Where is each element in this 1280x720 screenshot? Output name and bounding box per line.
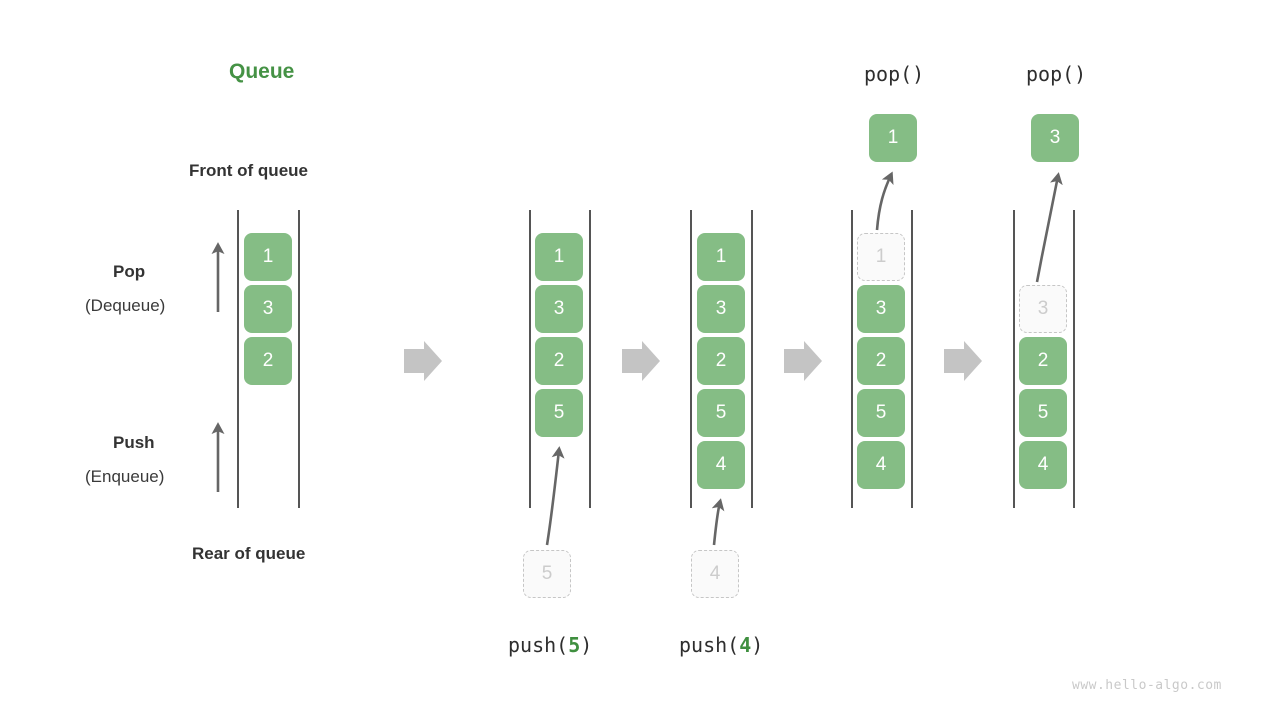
queue-item: 1	[244, 233, 292, 281]
queue-rail-left	[237, 210, 239, 508]
queue-rail-right	[298, 210, 300, 508]
watermark: www.hello-algo.com	[1072, 678, 1222, 693]
pop-alt-label: (Dequeue)	[85, 296, 166, 315]
queue-item: 3	[535, 285, 583, 333]
queue-item: 2	[857, 337, 905, 385]
queue-item-removed-ghost: 3	[1019, 285, 1067, 333]
push-4-insert-arrow	[711, 498, 725, 546]
incoming-element-ghost: 5	[523, 550, 571, 598]
pop-3-remove-arrow	[1035, 172, 1063, 283]
caption-prefix: push(	[508, 633, 569, 657]
queue-rail-right	[589, 210, 591, 508]
queue-item: 2	[1019, 337, 1067, 385]
queue-item: 4	[857, 441, 905, 489]
queue-rail-left	[529, 210, 531, 508]
queue-item: 5	[857, 389, 905, 437]
flow-arrow	[944, 341, 982, 381]
queue-rail-right	[751, 210, 753, 508]
pop-1-remove-arrow	[875, 171, 894, 231]
push-5-insert-arrow	[545, 446, 565, 546]
front-of-queue-label: Front of queue	[189, 161, 308, 180]
push-alt-label: (Enqueue)	[85, 467, 165, 486]
queue-item: 1	[697, 233, 745, 281]
caption-prefix: push(	[679, 633, 740, 657]
caption-suffix: )	[580, 633, 593, 657]
flow-arrow	[404, 341, 442, 381]
push-4-caption: push(4)	[679, 633, 763, 657]
push-5-caption: push(5)	[508, 633, 592, 657]
queue-rail-right	[1073, 210, 1075, 508]
queue-item: 2	[535, 337, 583, 385]
popped-element: 3	[1031, 114, 1079, 162]
caption-value: 5	[568, 633, 581, 657]
queue-item: 4	[1019, 441, 1067, 489]
queue-rail-right	[911, 210, 913, 508]
queue-item: 5	[1019, 389, 1067, 437]
queue-rail-left	[690, 210, 692, 508]
queue-item-removed-ghost: 1	[857, 233, 905, 281]
queue-rail-left	[1013, 210, 1015, 508]
queue-item: 5	[697, 389, 745, 437]
queue-item: 3	[697, 285, 745, 333]
caption-suffix: )	[751, 633, 764, 657]
rear-of-queue-label: Rear of queue	[192, 544, 306, 563]
queue-item: 2	[697, 337, 745, 385]
caption-value: 4	[739, 633, 752, 657]
push-label: Push	[113, 433, 155, 452]
queue-rail-left	[851, 210, 853, 508]
queue-item: 1	[535, 233, 583, 281]
flow-arrow	[622, 341, 660, 381]
queue-item: 3	[857, 285, 905, 333]
queue-item: 5	[535, 389, 583, 437]
pop-op-label: pop()	[864, 62, 925, 86]
queue-item: 2	[244, 337, 292, 385]
popped-element: 1	[869, 114, 917, 162]
diagram-title: Queue	[229, 60, 295, 83]
queue-item: 4	[697, 441, 745, 489]
flow-arrow	[784, 341, 822, 381]
pop-op-label: pop()	[1026, 62, 1087, 86]
queue-item: 3	[244, 285, 292, 333]
incoming-element-ghost: 4	[691, 550, 739, 598]
pop-label: Pop	[113, 262, 146, 281]
